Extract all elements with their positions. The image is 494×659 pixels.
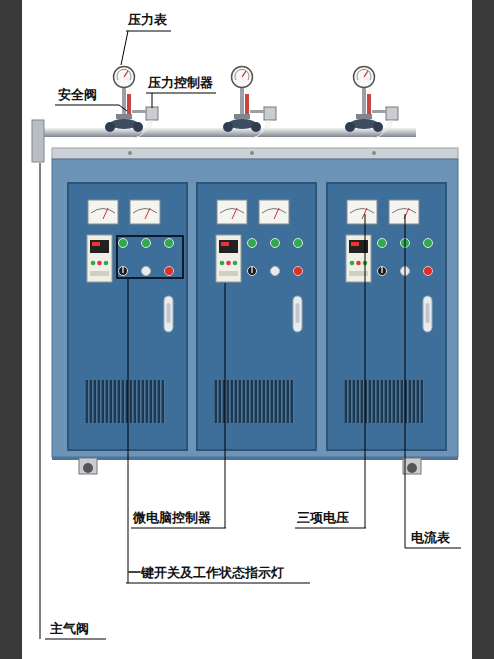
- leader-lines: [40, 31, 461, 639]
- callout-label: 主气阀: [50, 621, 89, 637]
- main-valve-flange: [32, 120, 44, 162]
- callout-label: 压力控制器: [148, 75, 213, 91]
- valve-assembly: [223, 67, 276, 139]
- side-band: [472, 0, 494, 659]
- callout-label: 微电脑控制器: [133, 510, 211, 526]
- housing-body: [52, 159, 458, 457]
- side-band: [0, 0, 22, 659]
- callout-label: 一键开关及工作状态指示灯: [128, 565, 284, 581]
- wheel: [403, 458, 421, 474]
- callout-label: 三项电压: [297, 510, 349, 526]
- callout-label: 压力表: [128, 12, 167, 28]
- control-panel: [327, 183, 446, 450]
- housing-lid: [52, 148, 458, 159]
- callout-label: 电流表: [411, 530, 450, 546]
- wheel: [79, 458, 97, 474]
- callout-label: 安全阀: [58, 87, 97, 103]
- valve-assembly: [345, 67, 398, 139]
- switch-bracket: [117, 236, 183, 278]
- control-panel: [197, 183, 316, 450]
